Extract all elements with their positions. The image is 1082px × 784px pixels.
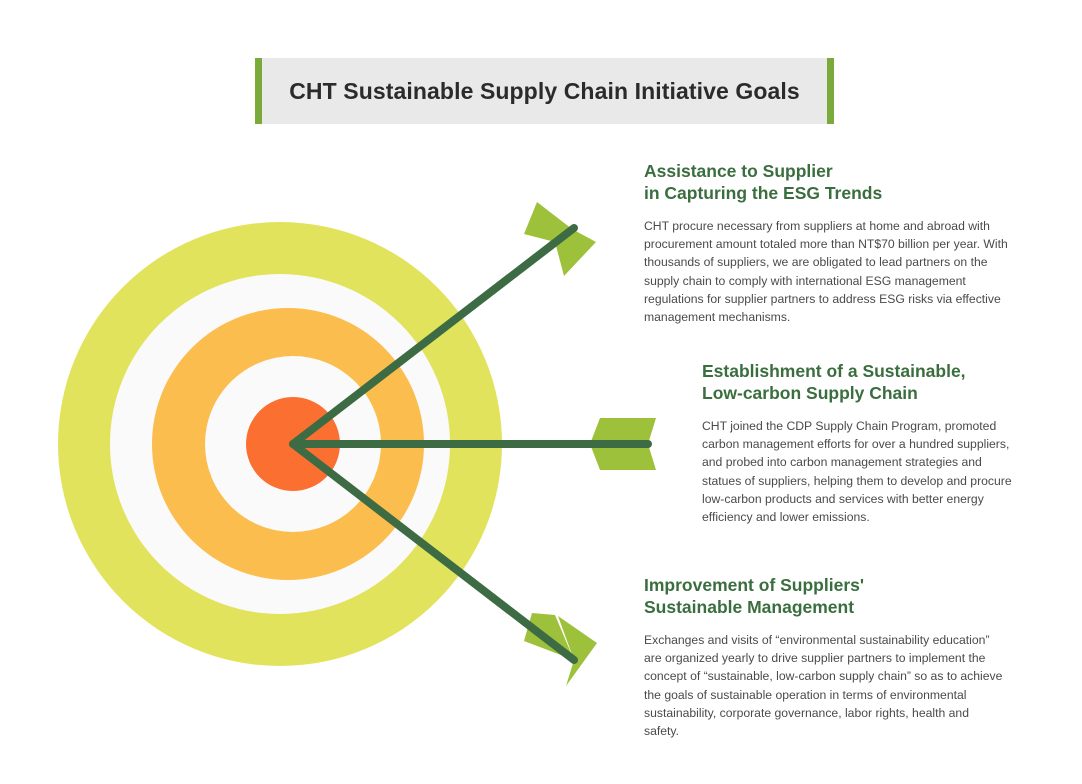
goal-low-carbon-supply-chain: Establishment of a Sustainable, Low-carb… [702, 360, 1014, 526]
arrow-lower-shaft [289, 440, 578, 664]
arrow-middle-fletch-top [590, 418, 656, 444]
arrow-upper-shaft [289, 224, 578, 448]
goal-description: CHT joined the CDP Supply Chain Program,… [702, 419, 1012, 525]
arrow-upper-fletch-right [555, 229, 596, 276]
arrow-lower-fletch-bottom [558, 616, 597, 686]
goal-heading-line1: Assistance to Supplier [644, 161, 833, 181]
goal-description: Exchanges and visits of “environmental s… [644, 633, 1003, 739]
arrow-upper [289, 202, 596, 448]
goal-assistance-esg: Assistance to Supplier in Capturing the … [644, 160, 1014, 326]
goal-heading-line1: Establishment of a Sustainable, [702, 361, 966, 381]
arrow-middle [289, 418, 656, 470]
goal-heading: Improvement of Suppliers' Sustainable Ma… [644, 574, 1004, 618]
goal-heading-line2: Low-carbon Supply Chain [702, 383, 918, 403]
goal-heading-line2: in Capturing the ESG Trends [644, 183, 883, 203]
page-title: CHT Sustainable Supply Chain Initiative … [289, 77, 800, 104]
goal-heading: Establishment of a Sustainable, Low-carb… [702, 360, 1014, 404]
goal-heading: Assistance to Supplier in Capturing the … [644, 160, 1014, 204]
goal-heading-line1: Improvement of Suppliers' [644, 575, 865, 595]
arrow-middle-fletch-bottom [590, 444, 656, 470]
goal-sustainable-management: Improvement of Suppliers' Sustainable Ma… [644, 574, 1004, 740]
title-banner: CHT Sustainable Supply Chain Initiative … [255, 58, 834, 124]
goal-description: CHT procure necessary from suppliers at … [644, 219, 1008, 325]
goal-heading-line2: Sustainable Management [644, 597, 855, 617]
arrow-lower [289, 440, 597, 686]
arrow-upper-fletch-left [524, 202, 572, 242]
